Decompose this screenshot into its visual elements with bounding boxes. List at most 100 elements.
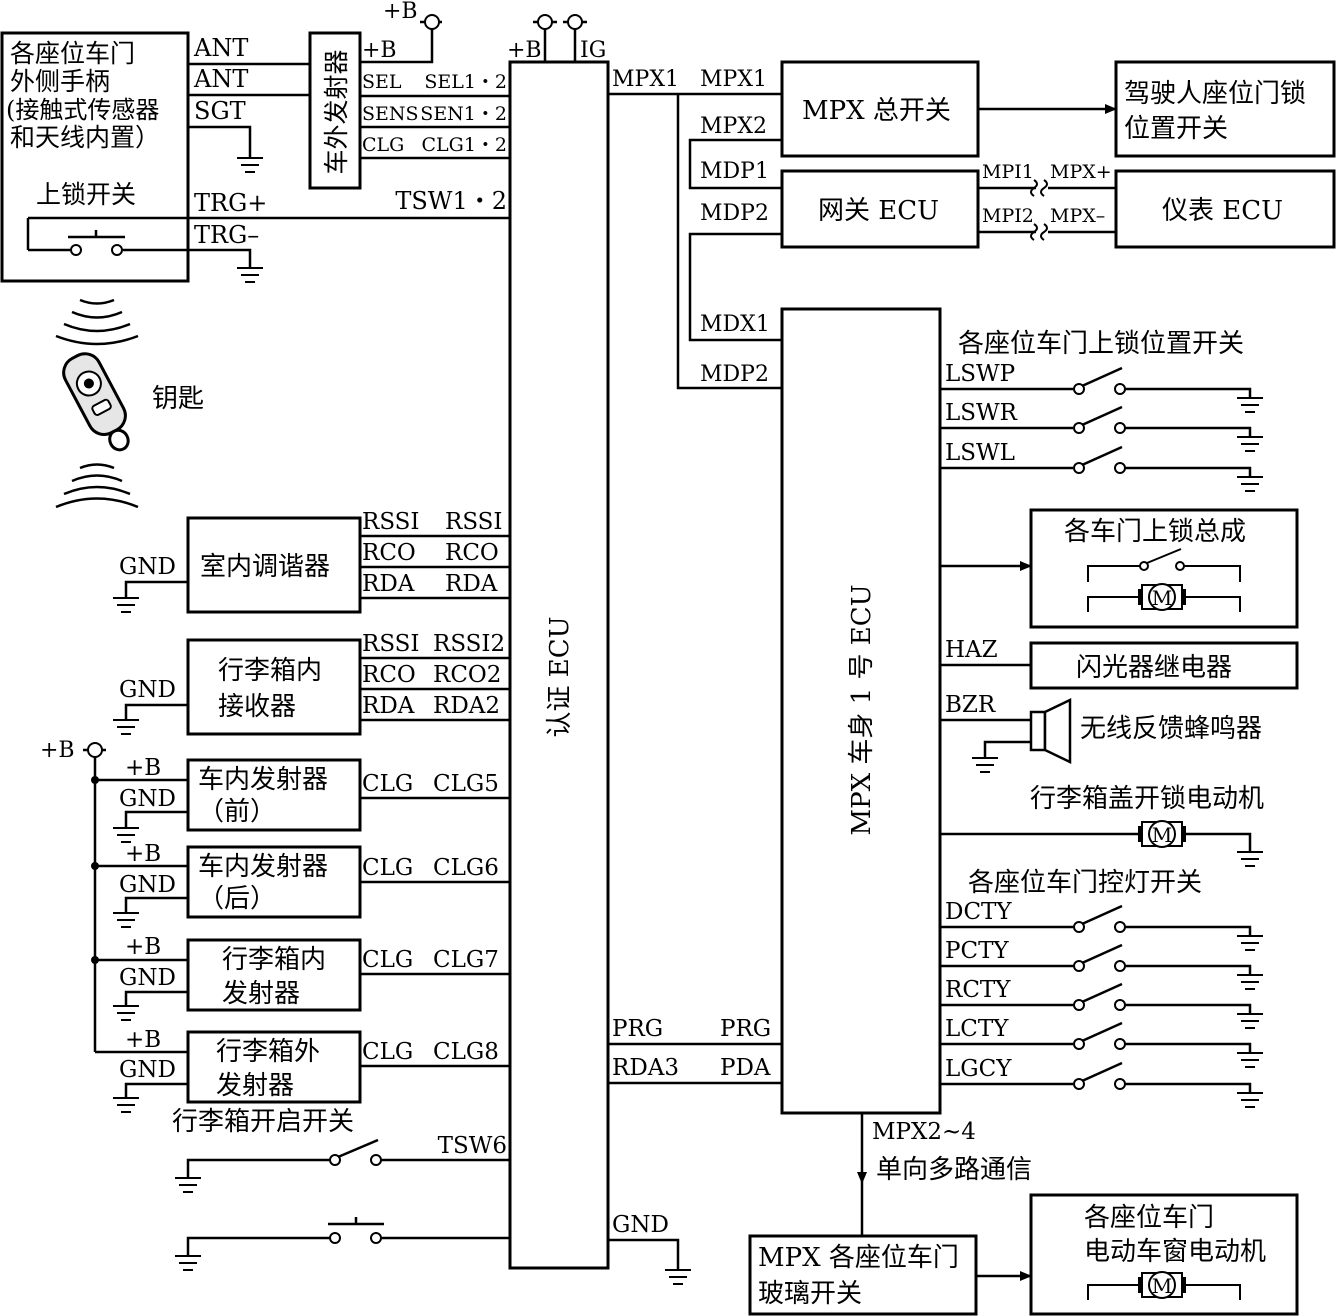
meter-mpxp-pin: MPX+ (1050, 161, 1112, 183)
tx-trunk-out-ground-icon (112, 1097, 140, 1113)
ext-pb-pin: +B (362, 38, 397, 63)
trunk-open-switch-label: 行李箱开启开关 (172, 1107, 354, 1137)
trunk-motor-label: M (1152, 823, 1172, 847)
trgp-label: TRG+ (194, 189, 267, 217)
tx-rear-ground-icon (112, 912, 140, 928)
dcty-ground-icon (1236, 935, 1264, 951)
flasher-relay-title: 闪光器继电器 (1076, 653, 1232, 683)
trunk-motor-icon: M (1137, 820, 1187, 848)
lgcy-pin: LGCY (945, 1056, 1012, 1082)
tx-front-pb: +B (125, 755, 161, 781)
tuner-rda: RDA (362, 571, 415, 597)
tx-trunk-in-ground-icon (112, 1005, 140, 1021)
lock-position-switch-lswr: LSWR (940, 400, 1264, 452)
ext-clg-pin: CLG (362, 134, 404, 156)
mpx-body-ecu: MPX 车身 1 号 ECU (780, 307, 942, 1115)
ecu-clg-pin: CLG1・2 (421, 134, 507, 156)
lgcy-ground-icon (1236, 1092, 1264, 1108)
lock-pushbutton-switch (26, 216, 510, 256)
authentication-ecu: 认证 ECU (508, 60, 610, 1270)
courtesy-switch-lgcy: LGCY (940, 1056, 1264, 1108)
tx-front-clg: CLG (362, 771, 413, 797)
buzzer-ground-icon (971, 757, 999, 773)
sgt-label: SGT (194, 97, 246, 125)
courtesy-switch-lcty: LCTY (940, 1016, 1264, 1068)
tx-supply-label: +B (40, 738, 75, 763)
ant1-label: ANT (193, 34, 248, 62)
trunk-inner-tx-label-1: 行李箱内 (222, 945, 326, 975)
tx-trunk-out-pb: +B (125, 1027, 161, 1053)
mpx-body-ecu-title: MPX 车身 1 号 ECU (847, 584, 877, 835)
room-tuner-title: 室内调谐器 (200, 552, 330, 582)
door-lock-motor-icon: M (1137, 583, 1187, 611)
mpx-master-switch: MPX 总开关 (780, 60, 980, 158)
buzzer-speaker-icon (971, 698, 1072, 773)
tx-rear-pb: +B (125, 841, 161, 867)
ant2-label: ANT (193, 65, 248, 93)
tx-trunk-out-clg: CLG (362, 1039, 413, 1065)
mpx-master-title: MPX 总开关 (802, 96, 951, 126)
mpx-window-switch: MPX 各座位车门 玻璃开关 (748, 1234, 978, 1316)
trunk-switch-ground-icon (174, 1177, 202, 1193)
trunk-outer-tx-label-1: 行李箱外 (216, 1037, 320, 1067)
lswl-pin: LSWL (945, 440, 1015, 466)
ecu-tsw-pin: TSW1・2 (395, 187, 507, 215)
buzzer-title: 无线反馈蜂鸣器 (1080, 714, 1262, 744)
driver-lock-switch-label-2: 位置开关 (1124, 114, 1228, 144)
meter-ecu: 仪表 ECU (1114, 169, 1336, 249)
body-mdx1-pin: MDX1 (700, 312, 770, 337)
ecu-rda2: RDA2 (433, 693, 500, 719)
trunk-inner-transmitter: 行李箱内 发射器 (186, 938, 362, 1012)
lock-switch-label: 上锁开关 (36, 180, 136, 209)
gateway-ecu-title: 网关 ECU (818, 196, 939, 226)
courtesy-switch-dcty: DCTY (940, 899, 1264, 951)
ecu-rda3-pin: RDA3 (612, 1055, 679, 1081)
trgm-label: TRG– (194, 221, 259, 249)
ecu-clg7: CLG7 (433, 947, 499, 973)
trunk-receiver-label-1: 行李箱内 (218, 656, 322, 686)
transmitter-rear-label-2: （后） (198, 884, 276, 914)
tx-trunk-out-gnd: GND (119, 1057, 176, 1083)
transmitter-front-label-1: 车内发射器 (198, 765, 328, 795)
bzr-pin: BZR (945, 692, 996, 718)
gateway-mdp1-pin: MDP1 (700, 159, 769, 184)
tuner-rssi: RSSI (362, 509, 420, 535)
driver-lock-switch-label-1: 驾驶人座位门锁 (1124, 79, 1306, 109)
master-mpx1-pin: MPX1 (700, 67, 767, 92)
trunk-rx-gnd-label: GND (119, 677, 176, 703)
body-mdp2-pin: MDP2 (700, 362, 769, 387)
tx-front-gnd: GND (119, 786, 176, 812)
body-prg-pin: PRG (720, 1016, 771, 1042)
ecu-gnd-pin: GND (612, 1212, 669, 1238)
window-switch-label-1: MPX 各座位车门 (758, 1243, 959, 1273)
trunk-receiver-label-2: 接收器 (218, 692, 296, 722)
courtesy-switches-title: 各座位车门控灯开关 (968, 868, 1202, 898)
haz-pin: HAZ (945, 637, 998, 663)
lswr-pin: LSWR (945, 400, 1018, 426)
dcty-pin: DCTY (945, 899, 1012, 925)
tx-trunk-in-clg: CLG (362, 947, 413, 973)
tuner-ground-icon (112, 597, 140, 613)
room-tuner: 室内调谐器 (186, 516, 362, 614)
tx-rear-gnd: GND (119, 872, 176, 898)
lswp-ground-icon (1236, 397, 1264, 413)
exterior-transmitter: 车外发射器 (308, 31, 362, 190)
gateway-mpi2-pin: MPI2 (982, 205, 1034, 227)
door-handle-module: 各座位车门 外侧手柄 (接触式传感器 和天线内置） 上锁开关 (0, 31, 510, 283)
ext-supply-label: +B (383, 0, 418, 24)
body-pda-pin: PDA (720, 1055, 771, 1081)
oneway-label: 单向多路通信 (876, 1155, 1032, 1185)
handle-label-2: 外侧手柄 (10, 67, 110, 96)
door-lock-assembly: 各车门上锁总成 M (1029, 508, 1299, 629)
flasher-relay: 闪光器继电器 (1029, 641, 1299, 690)
tx-front-ground-icon (112, 827, 140, 843)
sgt-ground-icon (236, 157, 264, 173)
trunk-outer-transmitter: 行李箱外 发射器 (186, 1030, 362, 1104)
door-lock-assembly-title: 各车门上锁总成 (1064, 517, 1246, 547)
ecu-pb-pin: +B (507, 38, 542, 63)
lswr-ground-icon (1236, 436, 1264, 452)
tuner-gnd-label: GND (119, 554, 176, 580)
authentication-ecu-title: 认证 ECU (545, 616, 575, 737)
master-mpx2-pin: MPX2 (700, 114, 767, 139)
key-fob-icon (55, 298, 139, 509)
